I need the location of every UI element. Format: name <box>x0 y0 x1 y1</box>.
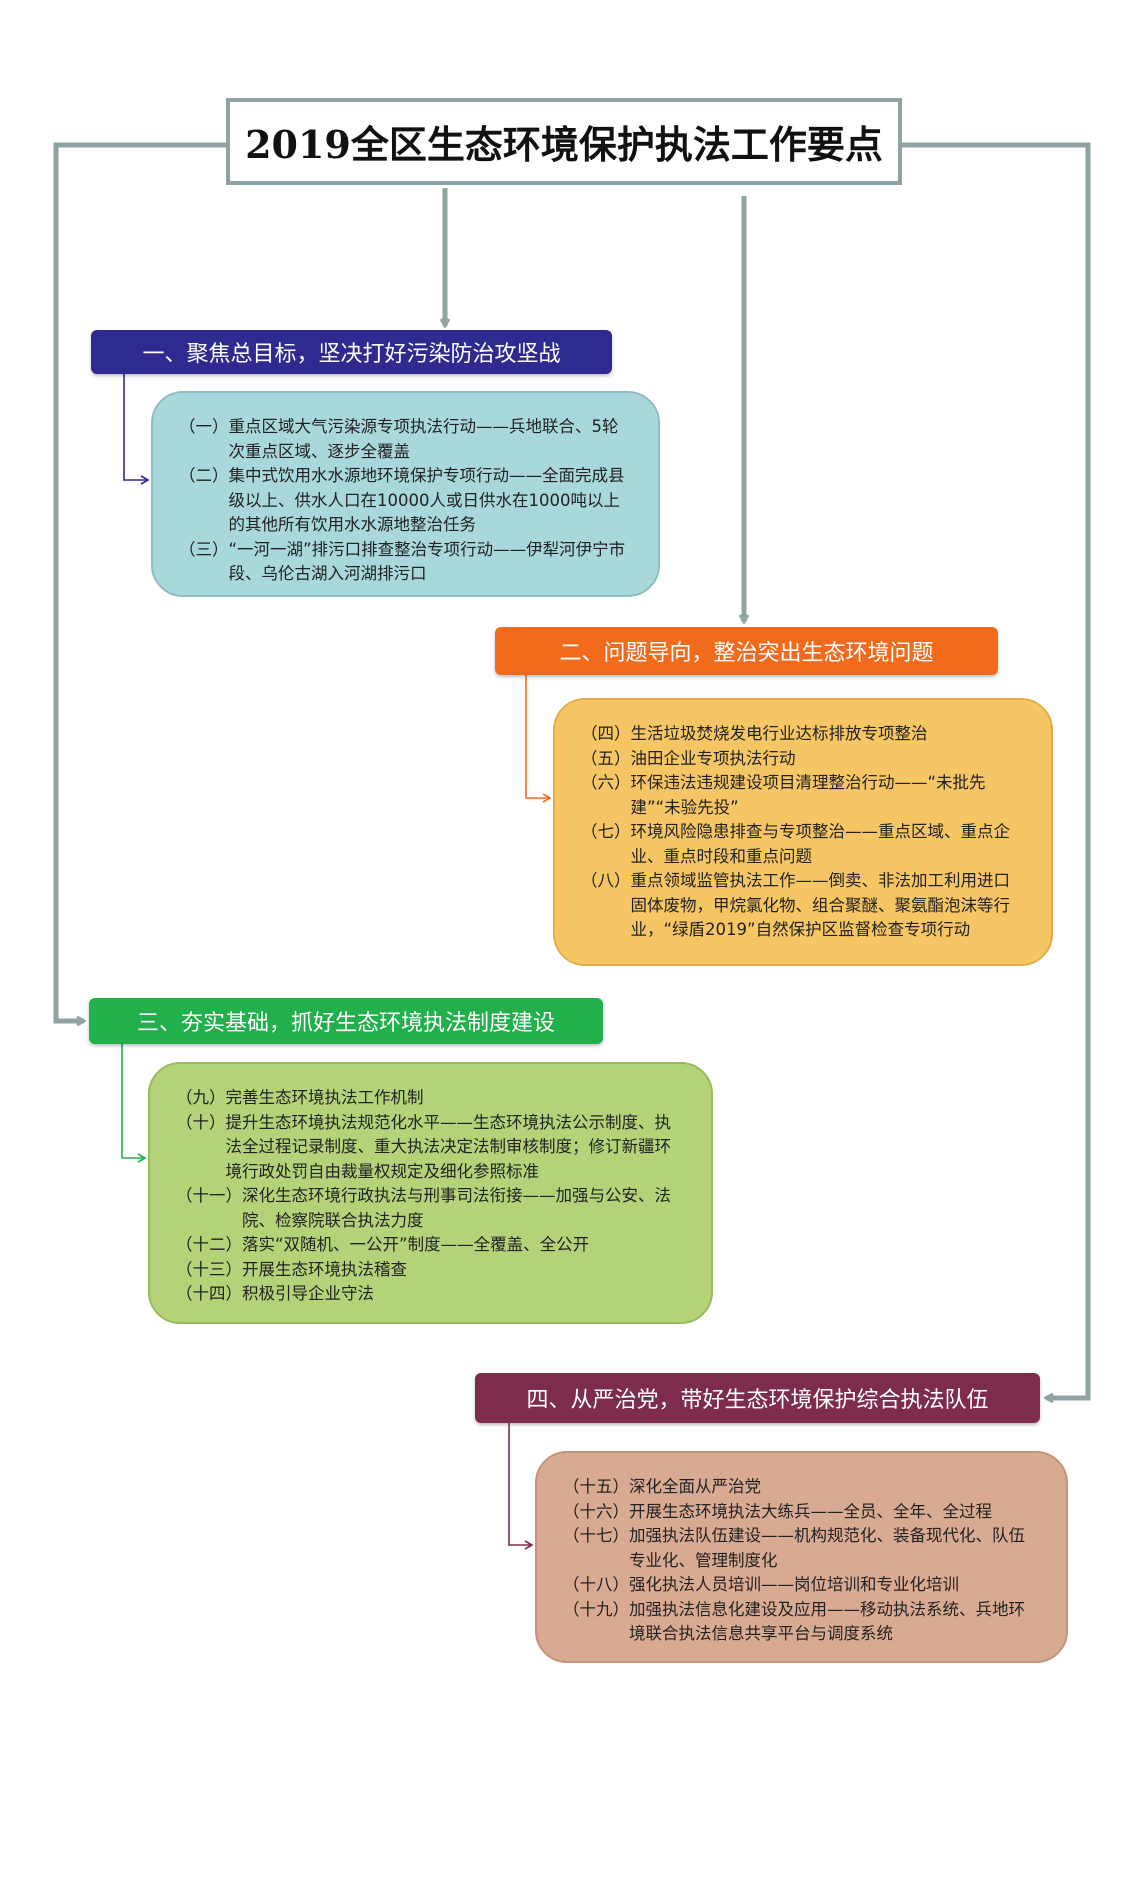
section-4-heading: 四、从严治党，带好生态环境保护综合执法队伍 <box>475 1373 1040 1423</box>
item-text: 油田企业专项执法行动 <box>630 748 796 768</box>
item-number: （十九） <box>563 1599 629 1619</box>
section-1-heading: 一、聚焦总目标，坚决打好污染防治攻坚战 <box>91 330 612 374</box>
list-item: （十二） 落实“双随机、一公开”制度——全覆盖、全公开 <box>176 1233 685 1258</box>
connector-section4-to-card <box>508 1423 534 1550</box>
list-item: （八） 重点领域监管执法工作——倒卖、非法加工利用进口固体废物，甲烷氯化物、组合… <box>581 869 1025 943</box>
item-number: （八） <box>581 871 631 890</box>
item-text: 开展生态环境执法大练兵——全员、全年、全过程 <box>629 1501 992 1521</box>
connector-title-to-section4 <box>902 142 1091 1398</box>
list-item: （四） 生活垃圾焚烧发电行业达标排放专项整治 <box>581 722 1025 747</box>
item-number: （一） <box>179 417 229 436</box>
list-item: （十三） 开展生态环境执法稽查 <box>176 1258 685 1283</box>
section-2-card: （四） 生活垃圾焚烧发电行业达标排放专项整治 （五） 油田企业专项执法行动 （六… <box>553 698 1053 966</box>
list-item: （十八） 强化执法人员培训——岗位培训和专业化培训 <box>563 1573 1040 1598</box>
list-item: （九） 完善生态环境执法工作机制 <box>176 1086 685 1111</box>
item-number: （七） <box>581 822 631 841</box>
item-number: （十七） <box>563 1526 629 1545</box>
list-item: （一） 重点区域大气污染源专项执法行动——兵地联合、5轮次重点区域、逐步全覆盖 <box>179 415 632 464</box>
item-number: （十三） <box>176 1259 242 1279</box>
item-text: 环境风险隐患排查与专项整治——重点区域、重点企业、重点时段和重点问题 <box>630 822 1011 866</box>
item-number: （三） <box>179 539 229 559</box>
item-number: （十五） <box>563 1477 629 1496</box>
item-number: （十八） <box>563 1575 629 1594</box>
list-item: （十六） 开展生态环境执法大练兵——全员、全年、全过程 <box>563 1500 1040 1525</box>
item-text: 完善生态环境执法工作机制 <box>225 1088 424 1107</box>
item-number: （十二） <box>176 1235 242 1254</box>
item-text: 加强执法队伍建设——机构规范化、装备现代化、队伍专业化、管理制度化 <box>629 1526 1025 1570</box>
connector-section2-to-card <box>525 675 552 803</box>
item-text: 强化执法人员培训——岗位培训和专业化培训 <box>629 1575 959 1594</box>
item-text: 重点领域监管执法工作——倒卖、非法加工利用进口固体废物，甲烷氯化物、组合聚醚、聚… <box>630 871 1011 939</box>
list-item: （十九） 加强执法信息化建设及应用——移动执法系统、兵地环境联合执法信息共享平台… <box>563 1598 1040 1647</box>
item-text: 开展生态环境执法稽查 <box>242 1259 407 1279</box>
item-number: （十六） <box>563 1501 629 1521</box>
item-text: 积极引导企业守法 <box>242 1284 374 1303</box>
item-text: 深化全面从严治党 <box>629 1477 761 1496</box>
item-text: “一河一湖”排污口排查整治专项行动——伊犁河伊宁市段、乌伦古湖入河湖排污口 <box>228 539 626 584</box>
section-1-heading-text: 一、聚焦总目标，坚决打好污染防治攻坚战 <box>142 342 561 367</box>
list-item: （十七） 加强执法队伍建设——机构规范化、装备现代化、队伍专业化、管理制度化 <box>563 1524 1040 1573</box>
section-3-heading: 三、夯实基础，抓好生态环境执法制度建设 <box>89 998 603 1044</box>
page-title: 2019全区生态环境保护执法工作要点 <box>245 122 883 167</box>
section-4-heading-text: 四、从严治党，带好生态环境保护综合执法队伍 <box>526 1388 989 1413</box>
title-box: 2019全区生态环境保护执法工作要点 <box>226 98 902 185</box>
section-1-card: （一） 重点区域大气污染源专项执法行动——兵地联合、5轮次重点区域、逐步全覆盖 … <box>151 391 660 597</box>
item-number: （六） <box>581 773 631 792</box>
list-item: （二） 集中式饮用水水源地环境保护专项行动——全面完成县级以上、供水人口在100… <box>179 464 632 538</box>
item-text: 加强执法信息化建设及应用——移动执法系统、兵地环境联合执法信息共享平台与调度系统 <box>629 1599 1025 1644</box>
connector-title-to-section3 <box>53 142 226 1021</box>
section-2-heading-text: 二、问题导向，整治突出生态环境问题 <box>559 641 934 666</box>
list-item: （十） 提升生态环境执法规范化水平——生态环境执法公示制度、执法全过程记录制度、… <box>176 1111 685 1185</box>
list-item: （七） 环境风险隐患排查与专项整治——重点区域、重点企业、重点时段和重点问题 <box>581 820 1025 869</box>
item-number: （四） <box>581 724 631 743</box>
item-text: 环保违法违规建设项目清理整治行动——“未批先建”“未验先投” <box>630 773 986 817</box>
item-text: 提升生态环境执法规范化水平——生态环境执法公示制度、执法全过程记录制度、重大执法… <box>225 1112 672 1181</box>
item-text: 重点区域大气污染源专项执法行动——兵地联合、5轮次重点区域、逐步全覆盖 <box>228 417 619 461</box>
list-item: （十一） 深化生态环境行政执法与刑事司法衔接——加强与公安、法院、检察院联合执法… <box>176 1184 685 1233</box>
item-text: 生活垃圾焚烧发电行业达标排放专项整治 <box>630 724 928 743</box>
item-text: 深化生态环境行政执法与刑事司法衔接——加强与公安、法院、检察院联合执法力度 <box>242 1186 671 1230</box>
item-number: （十一） <box>176 1186 242 1205</box>
connector-section1-to-card <box>123 374 150 485</box>
item-text: 落实“双随机、一公开”制度——全覆盖、全公开 <box>242 1235 590 1254</box>
item-number: （五） <box>581 748 631 768</box>
item-number: （十四） <box>176 1284 242 1303</box>
section-2-heading: 二、问题导向，整治突出生态环境问题 <box>495 627 998 675</box>
item-number: （二） <box>179 466 229 485</box>
connector-section3-to-card <box>121 1044 147 1163</box>
section-4-card: （十五） 深化全面从严治党 （十六） 开展生态环境执法大练兵——全员、全年、全过… <box>535 1451 1068 1663</box>
section-3-card: （九） 完善生态环境执法工作机制 （十） 提升生态环境执法规范化水平——生态环境… <box>148 1062 713 1324</box>
item-number: （十） <box>176 1112 226 1132</box>
section-3-heading-text: 三、夯实基础，抓好生态环境执法制度建设 <box>136 1011 555 1036</box>
list-item: （十五） 深化全面从严治党 <box>563 1475 1040 1500</box>
list-item: （五） 油田企业专项执法行动 <box>581 747 1025 772</box>
list-item: （十四） 积极引导企业守法 <box>176 1282 685 1307</box>
list-item: （六） 环保违法违规建设项目清理整治行动——“未批先建”“未验先投” <box>581 771 1025 820</box>
item-text: 集中式饮用水水源地环境保护专项行动——全面完成县级以上、供水人口在10000人或… <box>228 466 625 534</box>
item-number: （九） <box>176 1088 226 1107</box>
list-item: （三） “一河一湖”排污口排查整治专项行动——伊犁河伊宁市段、乌伦古湖入河湖排污… <box>179 538 632 587</box>
